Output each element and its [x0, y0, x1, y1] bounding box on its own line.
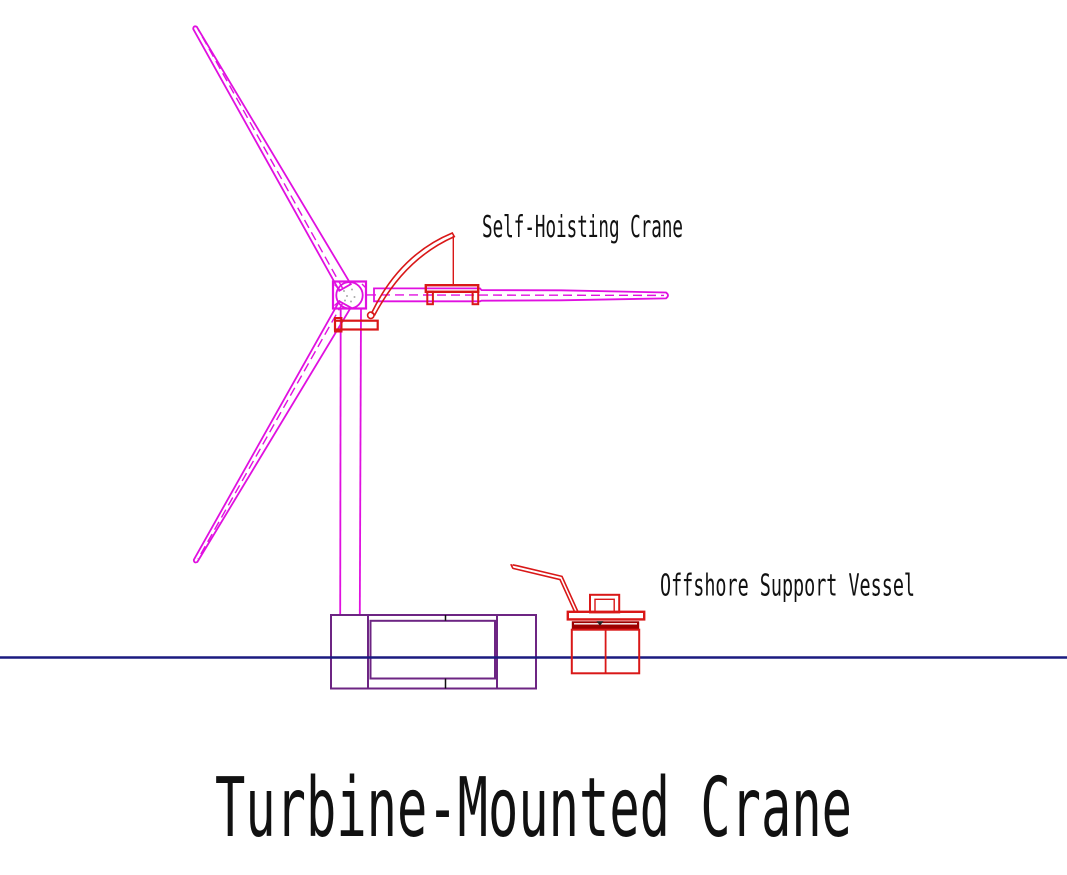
hub-dots	[343, 288, 356, 303]
vessel-wheelhouse-inner	[594, 598, 615, 614]
lifting-yoke-beam	[424, 284, 480, 294]
self-hoisting-crane	[333, 231, 480, 333]
blade-horizontal-outline	[373, 287, 669, 303]
hub-corner-ticks	[334, 283, 366, 307]
crane-mount-plate	[333, 319, 379, 331]
crane-boom-arc	[370, 231, 456, 316]
blade-upper-centerline	[197, 28, 344, 290]
lifting-yoke-right-clamp	[471, 290, 480, 306]
crane-boom-pivot	[366, 311, 375, 320]
drawing-title: Turbine-Mounted Crane	[215, 761, 852, 856]
blade-horizontal-centerline	[366, 294, 665, 297]
floating-foundation	[330, 614, 537, 690]
hub-circle	[335, 281, 364, 310]
tower-left-edge	[339, 308, 342, 616]
rotor-blades	[192, 25, 669, 564]
offshore-support-vessel	[510, 563, 646, 675]
foundation-outer	[330, 614, 537, 690]
foundation-inner-deck	[369, 619, 496, 680]
vessel-crane-boom	[510, 563, 579, 613]
vessel-band-mark	[596, 621, 604, 626]
turbine-tower	[339, 308, 362, 616]
blade-lower-outline	[192, 299, 353, 564]
blade-lower-centerline	[197, 302, 344, 560]
blade-upper-outline	[192, 25, 353, 293]
rotor-hub	[331, 280, 368, 310]
crane-annotation-label: Self-Hoisting Crane	[482, 210, 683, 245]
lifting-yoke-left-clamp	[426, 290, 434, 306]
tower-right-edge	[358, 308, 362, 616]
vessel-annotation-label: Offshore Support Vessel	[660, 569, 915, 604]
vessel-bulwark-band	[571, 621, 640, 630]
